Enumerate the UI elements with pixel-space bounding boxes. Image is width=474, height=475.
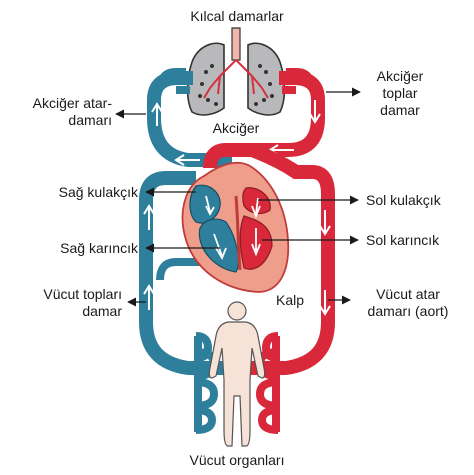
aorta-flow-arrow <box>319 210 331 236</box>
label-left-atrium: Sol kulakçık <box>366 192 441 208</box>
label-pulmonary-vein-line3: damar <box>380 102 420 118</box>
label-aorta-line1: Vücut atar <box>376 286 440 302</box>
label-pulmonary-vein: Akciğer toplar damar <box>360 68 440 119</box>
label-right-atrium: Sağ kulakçık <box>58 184 138 200</box>
vena-cava-flow-arrow <box>143 284 155 310</box>
alveoli <box>198 64 274 106</box>
aorta-flow-arrow-2 <box>319 290 331 316</box>
label-aorta: Vücut atar damarı (aort) <box>354 286 462 320</box>
label-heart: Kalp <box>276 292 305 308</box>
body-capillaries-right <box>255 332 280 434</box>
label-pulmonary-artery: Akciğer atar- damarı <box>18 95 112 129</box>
figure-body <box>208 321 266 447</box>
label-pulmonary-artery-line1: Akciğer atar- <box>32 95 112 111</box>
label-lung: Akciğer <box>212 120 260 136</box>
label-aorta-line2: damarı (aort) <box>367 303 449 319</box>
lungs <box>186 27 286 116</box>
heart-outline <box>181 161 290 293</box>
label-pulmonary-vein-line1: Akciğer <box>376 68 424 84</box>
label-pulmonary-vein-line2: toplar <box>382 85 418 101</box>
label-left-ventricle: Sol karıncık <box>366 232 440 248</box>
label-right-ventricle: Sağ karıncık <box>60 240 138 256</box>
septum <box>234 195 242 271</box>
vena-cava <box>139 171 232 375</box>
heart <box>181 161 290 293</box>
heart-flow-arrows <box>205 195 261 261</box>
pulmonary-artery <box>147 68 232 167</box>
label-vena-cava-line1: Vücut topları <box>43 286 122 302</box>
vena-cava-flow-arrow-2 <box>143 204 155 230</box>
trachea <box>231 27 241 61</box>
pulmonary-vein-flow-arrow <box>309 100 321 124</box>
pulmonary-artery-flow-arrow <box>151 102 163 126</box>
body-capillaries-left <box>194 332 219 434</box>
pulmonary-artery-flow-arrow-2 <box>174 154 200 166</box>
bronchi <box>203 59 269 99</box>
human-figure <box>208 301 266 447</box>
label-pulmonary-artery-line2: damarı <box>68 112 112 128</box>
label-vena-cava: Vücut topları damar <box>10 286 122 320</box>
label-vena-cava-line2: damar <box>82 303 122 319</box>
label-capillaries: Kılcal damarlar <box>190 8 284 24</box>
label-body-organs: Vücut organları <box>189 452 285 468</box>
figure-head <box>227 301 247 321</box>
label-pointers <box>115 87 361 307</box>
aorta <box>242 143 335 375</box>
